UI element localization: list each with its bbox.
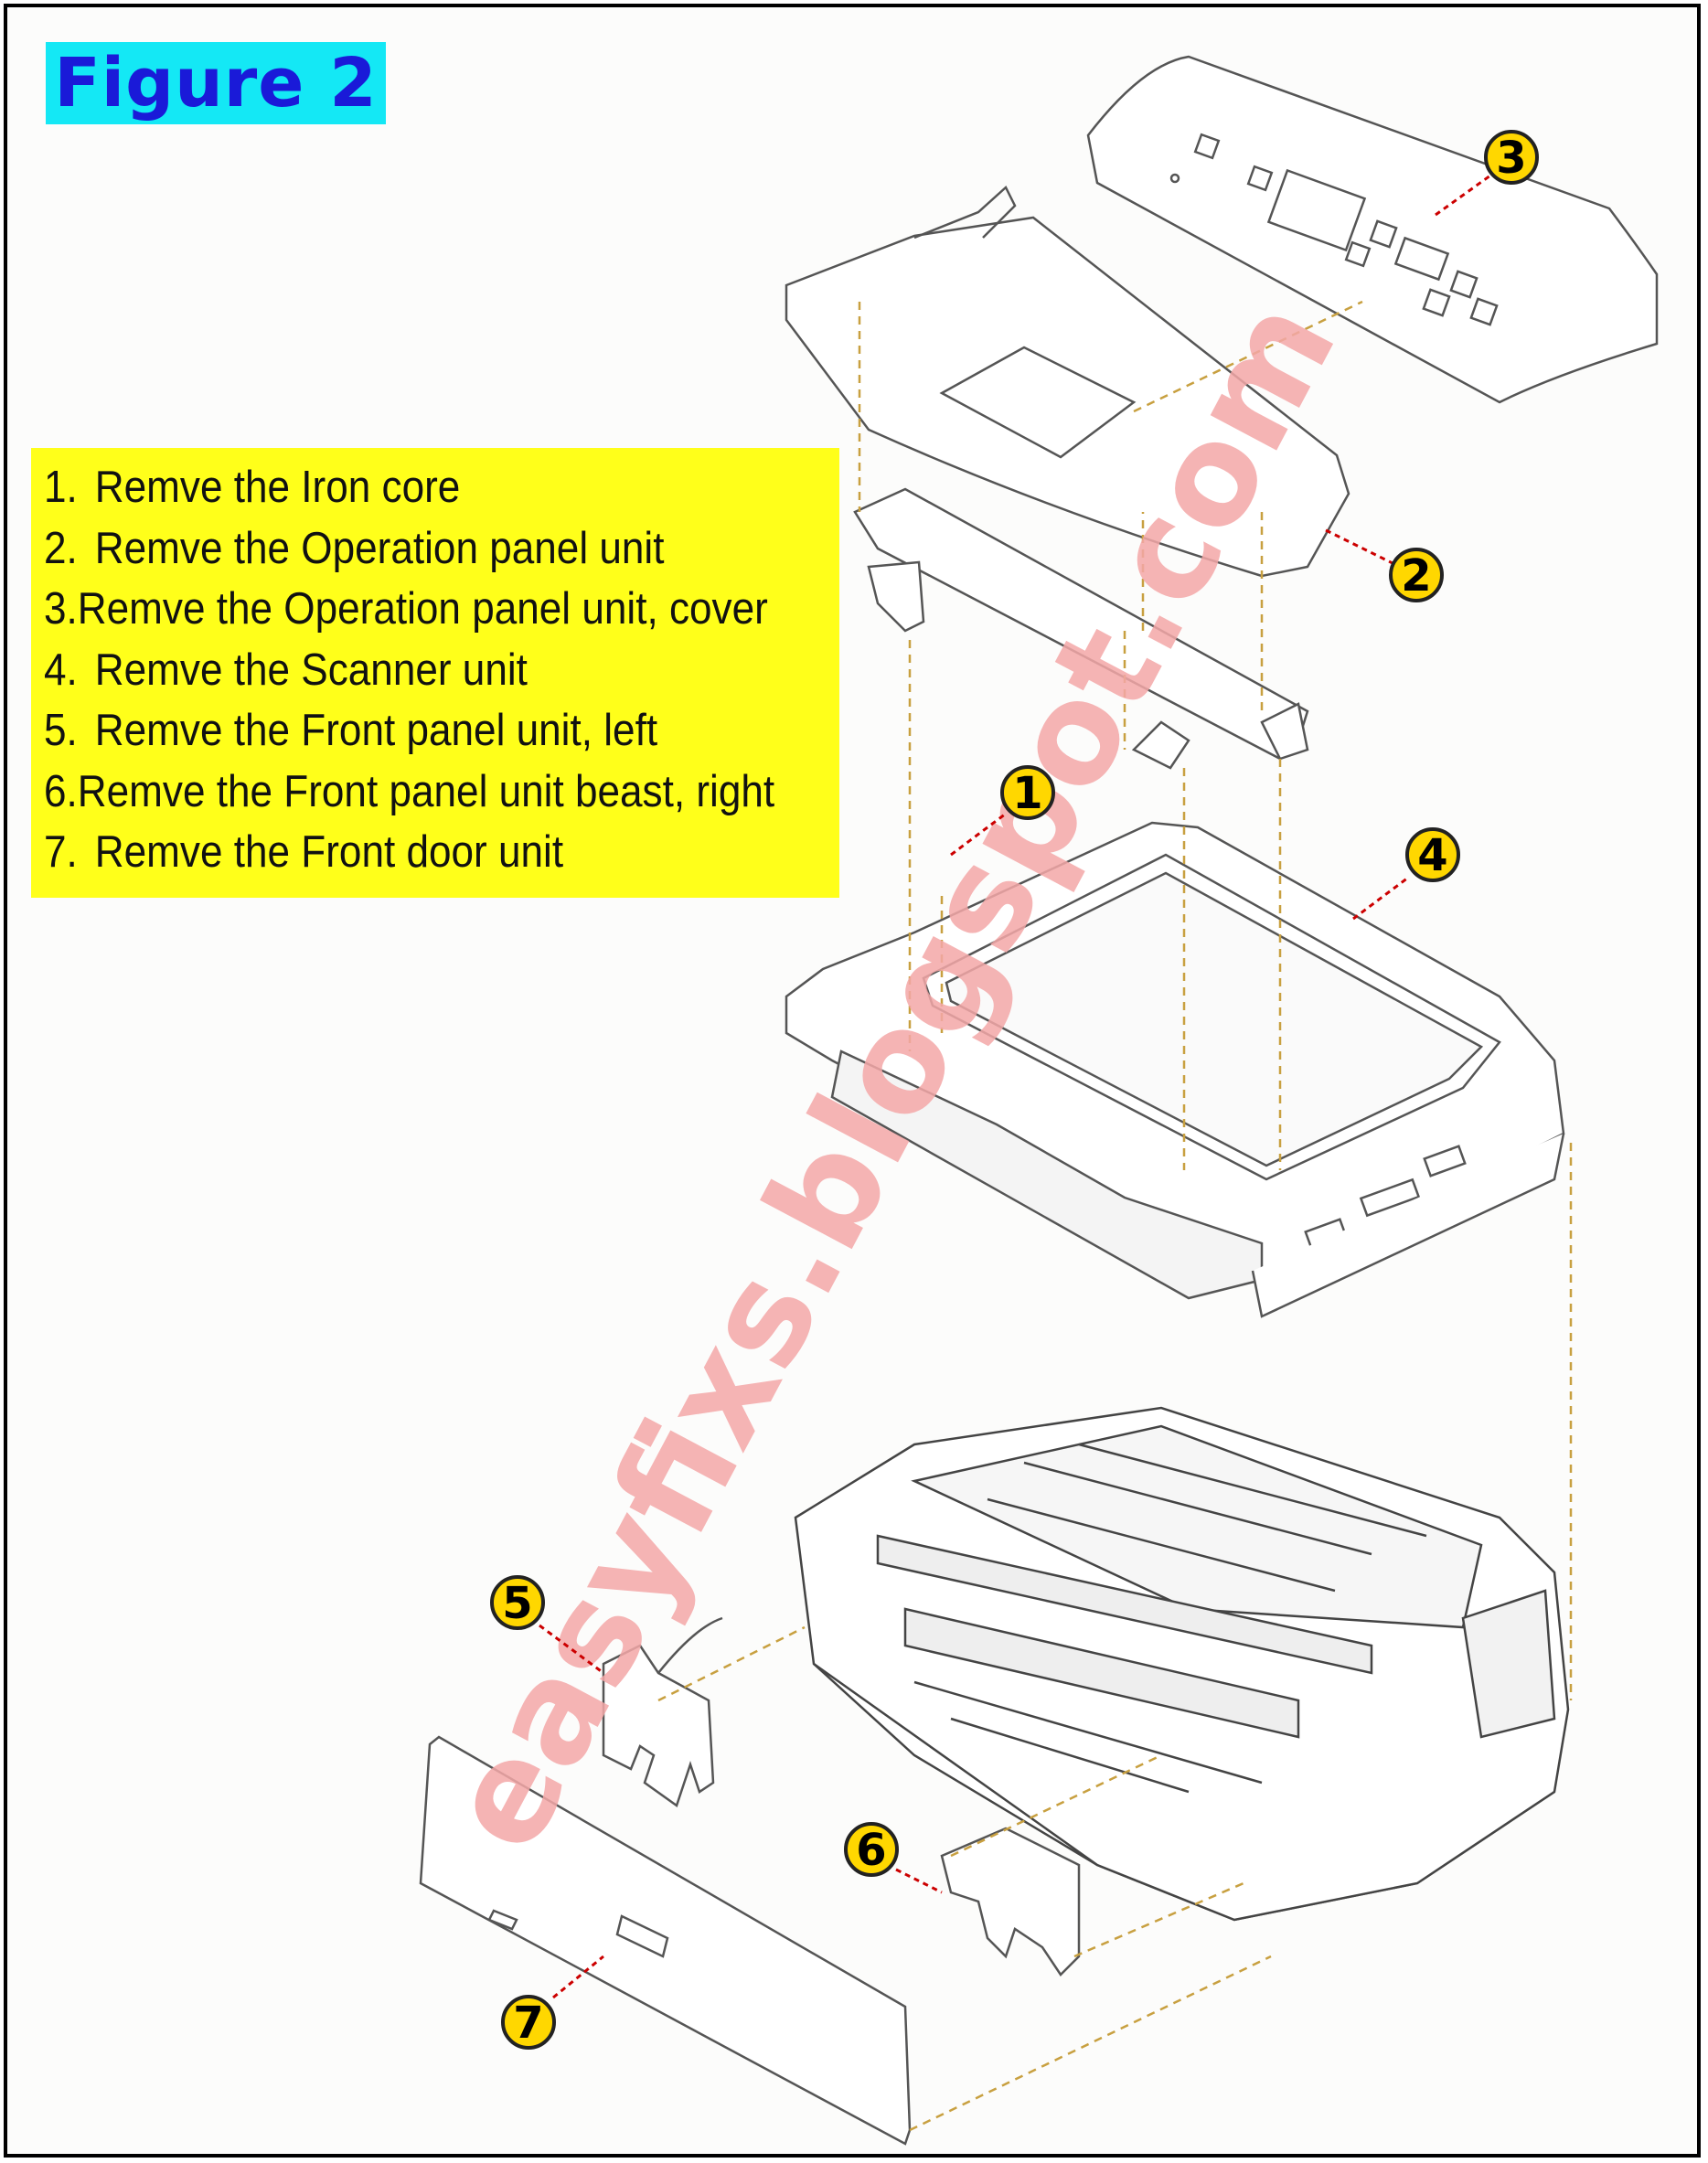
svg-text:2: 2 — [1401, 550, 1431, 602]
step-text: Remve the Operation panel unit — [94, 523, 665, 573]
svg-text:4: 4 — [1417, 830, 1447, 881]
front-panel-right — [940, 1827, 1081, 1977]
step-number: 6. — [44, 766, 78, 816]
removal-steps-list: 1. Remve the Iron core 2. Remve the Oper… — [31, 448, 839, 898]
step-text: Remve the Operation panel unit, cover — [77, 584, 768, 634]
step-text: Remve the Front door unit — [94, 827, 564, 878]
callout-6: 6 — [844, 1822, 899, 1877]
step-number: 5. — [44, 706, 78, 756]
step-number: 2. — [44, 523, 78, 573]
svg-text:3: 3 — [1496, 133, 1526, 184]
step-1: 1. Remve the Iron core — [44, 457, 752, 518]
svg-text:1: 1 — [1012, 768, 1042, 819]
callout-1: 1 — [1000, 765, 1055, 820]
operation-panel-unit — [785, 185, 1350, 770]
callout-4: 4 — [1405, 827, 1460, 882]
step-text: Remve the Front panel unit, left — [94, 706, 658, 756]
step-text: Remve the Iron core — [94, 463, 461, 513]
printer-body — [794, 1406, 1570, 1922]
step-3: 3. Remve the Operation panel unit, cover — [44, 579, 768, 640]
step-5: 5. Remve the Front panel unit, left — [44, 700, 752, 762]
callout-3: 3 — [1484, 130, 1539, 185]
scanner-unit — [785, 821, 1565, 1318]
callout-5: 5 — [490, 1575, 545, 1630]
svg-text:5: 5 — [502, 1578, 532, 1629]
step-text: Remve the Front panel unit beast, right — [77, 766, 775, 816]
leader-lines — [539, 174, 1491, 1999]
step-7: 7. Remve the Front door unit — [44, 822, 752, 883]
svg-text:7: 7 — [513, 1998, 543, 2049]
step-6: 6. Remve the Front panel unit beast, rig… — [44, 762, 774, 823]
figure-title-text: Figure 2 — [54, 44, 378, 123]
step-number: 3. — [44, 584, 78, 634]
front-panel-left — [602, 1616, 723, 1808]
operation-panel-cover — [1086, 55, 1659, 404]
step-text: Remve the Scanner unit — [94, 645, 528, 695]
step-4: 4. Remve the Scanner unit — [44, 640, 752, 701]
step-number: 7. — [44, 827, 78, 878]
step-number: 4. — [44, 645, 78, 695]
callout-2: 2 — [1389, 548, 1444, 602]
assembly-guides — [657, 300, 1573, 2132]
figure-title: Figure 2 — [46, 42, 386, 124]
step-number: 1. — [44, 463, 78, 513]
callout-7: 7 — [501, 1995, 556, 2050]
svg-text:6: 6 — [856, 1825, 886, 1876]
step-2: 2. Remve the Operation panel unit — [44, 518, 752, 580]
